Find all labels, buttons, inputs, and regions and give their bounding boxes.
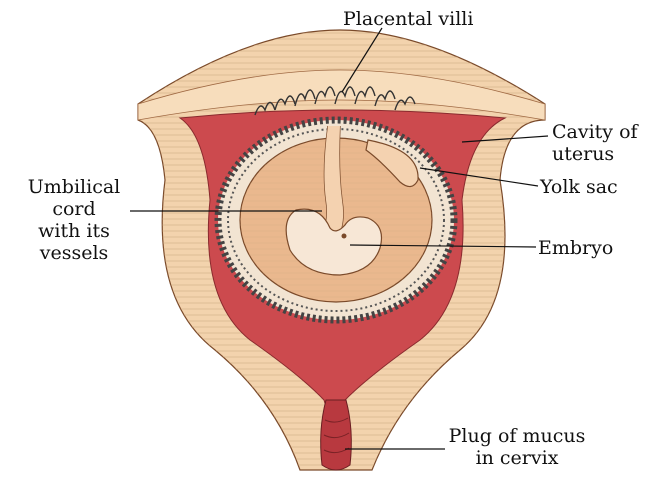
label-embryo: Embryo [538, 237, 613, 259]
label-placental-villi: Placental villi [343, 8, 474, 30]
label-umbilical-line2: cord [52, 198, 96, 220]
leader-yolk-sac [419, 167, 539, 187]
leader-cavity-of-uterus [461, 135, 549, 143]
embryo [285, 208, 383, 276]
umbilical-cord-fill [318, 126, 344, 240]
label-yolk-sac: Yolk sac [540, 176, 618, 198]
label-yolk-sac-text: Yolk sac [540, 176, 618, 198]
label-umbilical-line1: Umbilical [27, 176, 121, 198]
leader-embryo [349, 244, 537, 248]
label-embryo-text: Embryo [538, 237, 614, 259]
chorion-ring-inner [227, 128, 445, 312]
label-plug-of-mucus: Plug of mucus in cervix [442, 425, 592, 469]
embryo-eye [341, 233, 347, 239]
fundus-band [137, 69, 546, 121]
label-cavity-line2: uterus [552, 143, 615, 165]
placental-villi [254, 86, 416, 116]
label-placental-villi-text: Placental villi [343, 8, 474, 30]
label-cavity-of-uterus: Cavity of uterus [552, 121, 638, 165]
label-umbilical-cord: Umbilical cord with its vessels [20, 176, 128, 264]
yolk-sac [365, 139, 419, 188]
leader-placental-villi [341, 27, 383, 93]
cervical-plug [320, 399, 352, 471]
label-umbilical-line3: with its [38, 220, 110, 242]
label-cavity-line1: Cavity of [552, 121, 638, 143]
leader-lines [130, 27, 549, 450]
label-umbilical-line4: vessels [39, 242, 109, 264]
label-plug-line1: Plug of mucus [448, 425, 586, 447]
label-plug-line2: in cervix [475, 447, 559, 469]
